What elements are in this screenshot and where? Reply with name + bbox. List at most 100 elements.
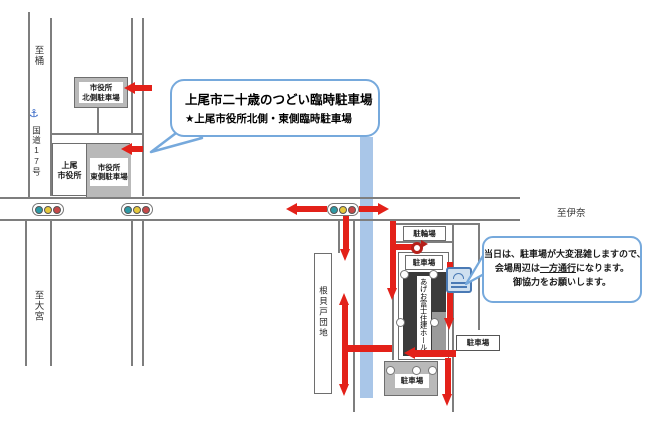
arrow-east-lot-head <box>121 143 132 155</box>
signal-yellow-light <box>338 205 347 214</box>
u-turn-arrow-head <box>421 240 428 248</box>
notice-line3: 御協力をお願いします。 <box>512 276 612 287</box>
north-parking-label: 市役所 北側駐車場 <box>79 82 123 103</box>
hall-front-parking-label: 駐車場 <box>405 255 443 270</box>
east-small-parking-label: 駐車場 <box>456 335 500 351</box>
signal-yellow-light <box>132 205 141 214</box>
road-line <box>50 221 52 366</box>
road-line <box>338 221 340 253</box>
notice-line2-underline: 一方通行 <box>539 262 576 273</box>
east-small-lot-text: 駐車場 <box>466 338 490 348</box>
hall-block-top <box>392 223 478 225</box>
east-parking-label: 市役所 東側駐車場 <box>90 158 128 186</box>
bicycle-lot-text: 駐輪場 <box>413 228 436 238</box>
arrow-road-east-head <box>378 203 389 215</box>
road-route17-left <box>28 12 30 197</box>
signal-yellow-light <box>43 205 52 214</box>
gate-dot <box>428 269 438 279</box>
arrow-exit-south-head <box>442 394 452 406</box>
hall-front-lot-text: 駐車場 <box>412 257 436 267</box>
arrow-north-lot-head <box>124 82 135 94</box>
title-bubble-title: 上尾市二十歳のつどい臨時駐車場 <box>185 93 373 107</box>
gate-dot <box>385 365 395 375</box>
traffic-signal <box>327 203 359 216</box>
notice-line2-post: になります。 <box>575 262 630 273</box>
city-hall-block: 上尾 市役所 市役所 東側駐車場 <box>52 143 131 197</box>
city-hall-label: 上尾 市役所 <box>53 144 86 197</box>
signal-green-light <box>329 205 338 214</box>
main-road-top <box>0 197 520 199</box>
arrow-exit-south <box>445 358 451 394</box>
signal-green-light <box>34 205 43 214</box>
city-hall-line1: 上尾 <box>61 160 78 170</box>
arrow-connector <box>348 345 392 352</box>
arrow-hall-east-head <box>444 318 454 330</box>
gate-dot <box>395 317 405 327</box>
u-turn-arrow-icon <box>411 242 423 254</box>
arrow-street-down <box>343 216 349 249</box>
notice-bubble: 当日は、駐車場が大変混雑しますので、 会場周辺は一方通行になります。 御協力をお… <box>482 236 646 303</box>
arrow-road-west-head <box>286 203 297 215</box>
danchi-label: 根貝戸団地 <box>318 286 329 339</box>
gate-line <box>451 282 467 284</box>
arrow-street-down-head <box>340 249 350 261</box>
direction-south: 至大宮 <box>32 290 44 322</box>
direction-north: 至桶 <box>32 45 44 66</box>
notice-line1: 当日は、駐車場が大変混雑しますので、 <box>484 249 646 259</box>
city-hall-line2: 市役所 <box>57 170 82 180</box>
hall-street-west <box>353 221 355 412</box>
anchor-icon: ⚓ <box>29 108 39 120</box>
hall-building: あげお富士住建ホール <box>403 272 446 356</box>
main-road-bottom <box>0 219 520 221</box>
arrow-to-uturn <box>392 244 414 250</box>
notice-line2: 会場周辺は一方通行になります。 <box>484 262 640 276</box>
gate-dot <box>429 317 439 327</box>
arrow-north-lot <box>134 85 152 91</box>
gate-dot <box>411 365 421 375</box>
gate-arch <box>453 273 464 279</box>
arrow-road-west <box>296 206 327 212</box>
arrow-street-double <box>342 304 348 384</box>
signal-green-light <box>123 205 132 214</box>
arrow-hall-west-head <box>387 288 397 300</box>
signal-red-light <box>348 205 357 214</box>
title-bubble-subtitle: ★上尾市役所北側・東側臨時駐車場 <box>185 113 352 125</box>
road-line <box>142 18 144 196</box>
signal-red-light <box>53 205 62 214</box>
south-parking-lot: 駐車場 <box>384 361 438 396</box>
road-line <box>142 221 144 366</box>
title-bubble: 上尾市二十歳のつどい臨時駐車場 ★上尾市役所北側・東側臨時駐車場 <box>170 79 380 137</box>
east-lot-line2: 東側駐車場 <box>90 172 128 181</box>
arrow-road-east <box>359 206 378 212</box>
south-lot-text: 駐車場 <box>400 376 424 386</box>
arrow-hall-west <box>390 221 396 288</box>
signal-red-light <box>142 205 151 214</box>
direction-east: 至伊奈 <box>557 208 586 219</box>
gate-line <box>451 286 467 288</box>
arrow-street-double-head <box>339 384 349 396</box>
gate-dot <box>399 269 409 279</box>
hall-name: あげお富士住建ホール <box>419 278 429 351</box>
danchi-block: 根貝戸団地 <box>314 253 332 394</box>
traffic-signal <box>32 203 64 216</box>
north-parking-lot: 市役所 北側駐車場 <box>74 77 128 108</box>
south-parking-label: 駐車場 <box>395 374 429 388</box>
road-line <box>97 108 99 133</box>
arrow-hall-south-head <box>404 347 415 359</box>
road-line <box>50 133 143 135</box>
arrow-east-lot <box>131 146 143 152</box>
hall-name-strip: あげお富士住建ホール <box>417 276 431 353</box>
arrow-street-up-head <box>339 293 349 305</box>
road-line <box>25 221 27 366</box>
arrow-hall-south <box>414 350 456 357</box>
north-lot-line2: 北側駐車場 <box>82 92 120 102</box>
road-route17-right <box>50 18 52 196</box>
road-line <box>131 221 133 366</box>
east-lot-line1: 市役所 <box>97 162 121 172</box>
river-band <box>360 137 373 398</box>
traffic-signal <box>121 203 153 216</box>
north-lot-line1: 市役所 <box>89 83 113 93</box>
bicycle-parking-label: 駐輪場 <box>403 226 446 241</box>
route17-label: 国道17号 <box>31 126 42 177</box>
